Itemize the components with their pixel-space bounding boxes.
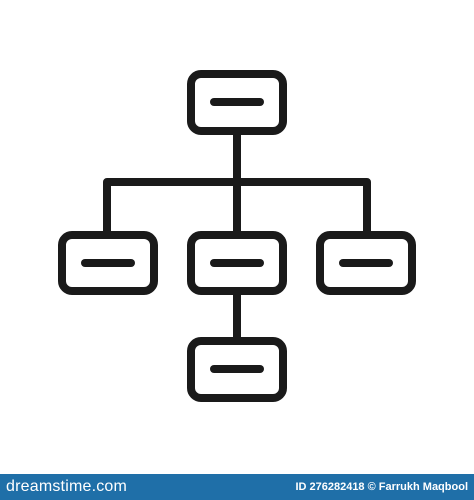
left-node-box [58,231,158,295]
right-node-box [316,231,416,295]
root-node-box [187,70,287,135]
center-node-box [187,231,287,295]
footer-bar: dreamstime.com ID 276282418 © Farrukh Ma… [0,474,474,500]
site-logo-text: dreamstime.com [6,478,128,495]
bottom-node-box [187,337,287,402]
image-credit: ID 276282418 © Farrukh Maqbool [295,481,468,493]
hierarchy-structure-icon [58,70,416,402]
